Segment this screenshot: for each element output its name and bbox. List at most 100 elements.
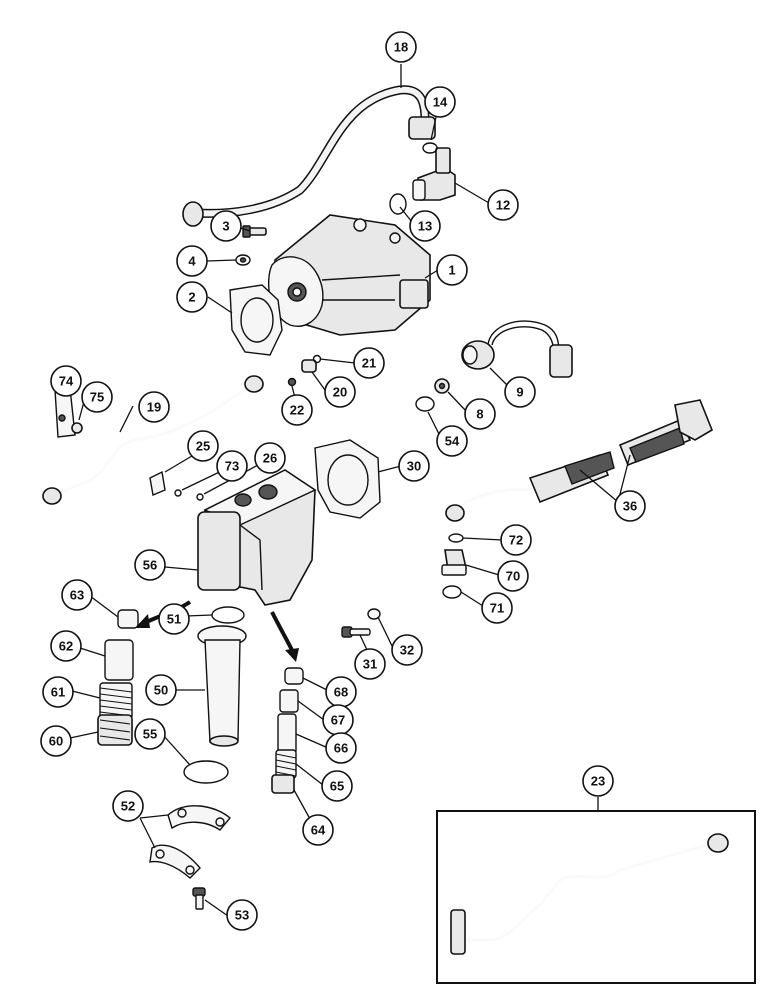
callout-62: 62 [50,630,82,662]
svg-text:62: 62 [59,639,73,654]
bolt-53 [192,887,206,910]
o-ring-14 [422,142,438,154]
callout-31: 31 [354,648,386,680]
o-ring-21 [312,354,322,364]
callout-32: 32 [391,634,423,666]
callout-67: 67 [322,704,354,736]
callout-4: 4 [176,245,208,277]
svg-text:13: 13 [418,219,432,234]
fitting-20 [301,359,317,373]
callout-3: 3 [210,210,242,242]
svg-text:74: 74 [59,374,74,389]
callout-65: 65 [321,770,353,802]
sleeve-50 [197,625,247,747]
svg-text:67: 67 [331,713,345,728]
svg-text:73: 73 [225,459,239,474]
bolt-31 [341,626,371,638]
nut-75 [71,422,83,434]
o-ring-55 [183,760,229,784]
callout-25: 25 [187,430,219,462]
callout-9: 9 [504,376,536,408]
svg-text:14: 14 [433,95,448,110]
svg-text:54: 54 [445,434,460,449]
callout-52: 52 [112,790,144,822]
svg-text:50: 50 [154,683,168,698]
callout-55: 55 [134,718,166,750]
svg-text:52: 52 [121,799,135,814]
bolt-3 [242,225,267,238]
callout-71: 71 [481,592,513,624]
o-ring-72 [448,533,464,543]
svg-text:55: 55 [143,727,157,742]
callout-66: 66 [325,732,357,764]
callout-50: 50 [145,674,177,706]
callout-30: 30 [398,450,430,482]
callout-54: 54 [436,425,468,457]
pressure-sensor-9 [461,320,573,378]
callout-70: 70 [497,560,529,592]
callout-51: 51 [158,603,190,635]
pin-66 [277,713,297,755]
plug-63 [117,609,139,629]
callout-61: 61 [42,676,74,708]
gasket-2 [229,284,283,356]
svg-text:8: 8 [476,407,483,422]
callout-21: 21 [353,347,385,379]
callout-72: 72 [500,524,532,556]
hose-assembly-36 [445,399,713,522]
o-ring-51 [211,606,245,624]
svg-text:20: 20 [333,385,347,400]
spool-60 [97,714,133,746]
callout-68: 68 [325,676,357,708]
svg-text:66: 66 [334,741,348,756]
callout-18: 18 [385,31,417,63]
clip-25 [149,470,166,496]
svg-text:65: 65 [330,779,344,794]
callout-74: 74 [50,365,82,397]
washer-32 [367,608,381,620]
o-ring-13 [389,193,407,215]
svg-text:31: 31 [363,657,377,672]
svg-text:71: 71 [490,601,504,616]
arrow-right [270,611,299,662]
adapter-70 [441,549,467,576]
callout-63: 63 [61,579,93,611]
svg-text:4: 4 [188,254,196,269]
callout-73: 73 [216,450,248,482]
elbow-fitting-12 [412,147,456,201]
lube-tube-19 [42,375,264,505]
callout-36: 36 [614,490,646,522]
sleeve-62 [104,639,134,681]
svg-text:72: 72 [509,533,523,548]
svg-text:19: 19 [147,400,161,415]
callout-12: 12 [487,189,519,221]
flange-half-upper-52 [167,805,231,831]
svg-text:26: 26 [263,451,277,466]
o-ring-54 [415,396,435,412]
callout-23: 23 [582,765,614,797]
ball-22 [287,377,297,387]
callout-60: 60 [40,725,72,757]
svg-text:36: 36 [623,499,637,514]
inset-tube-23-panel [436,810,756,984]
sleeve-67 [279,689,299,713]
nut-8 [434,378,450,394]
callout-20: 20 [324,376,356,408]
svg-text:21: 21 [362,356,376,371]
svg-text:9: 9 [516,385,523,400]
callout-19: 19 [138,391,170,423]
callout-26: 26 [254,442,286,474]
svg-text:12: 12 [496,198,510,213]
callout-1: 1 [436,254,468,286]
svg-text:51: 51 [167,612,181,627]
svg-text:63: 63 [70,588,84,603]
svg-text:53: 53 [235,908,249,923]
svg-text:64: 64 [311,823,326,838]
svg-text:3: 3 [222,219,229,234]
svg-text:70: 70 [506,569,520,584]
callout-14: 14 [424,86,456,118]
svg-text:23: 23 [591,774,605,789]
svg-text:18: 18 [394,40,408,55]
spring-61 [99,682,133,720]
